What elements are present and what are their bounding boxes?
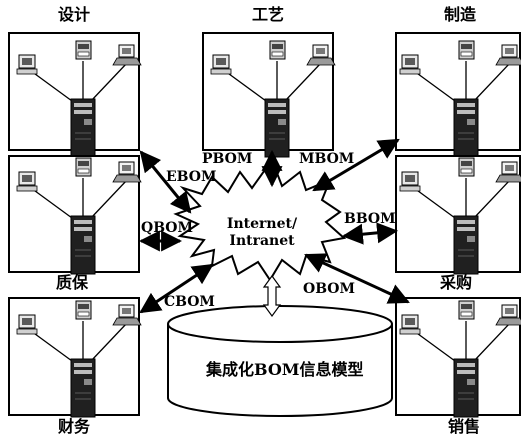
dept-label-design: 设计 (58, 7, 90, 23)
dept-label-finance: 财务 (58, 419, 90, 435)
hub-label-line2: Intranet (222, 233, 302, 250)
hub-label: Internet/ Intranet (222, 216, 302, 250)
dept-label-process: 工艺 (252, 7, 284, 23)
box-purchasing (396, 156, 521, 274)
bom-label-mbom: MBOM (299, 152, 354, 166)
bom-label-ebom: EBOM (166, 170, 216, 184)
box-quality (9, 156, 141, 274)
box-finance (9, 298, 141, 417)
box-design (9, 33, 141, 157)
dept-label-manufacturing: 制造 (444, 7, 476, 23)
box-manufacturing (396, 33, 521, 157)
bom-label-pbom: PBOM (202, 152, 252, 166)
hub-label-line1: Internet/ (222, 216, 302, 233)
bom-label-qbom: QBOM (141, 221, 193, 235)
database-label: 集成化BOM信息模型 (206, 362, 363, 378)
bom-label-cbom: CBOM (164, 295, 215, 309)
dept-label-purchasing: 采购 (440, 275, 472, 291)
bom-label-bbom: BBOM (344, 212, 396, 226)
dept-label-quality: 质保 (56, 275, 88, 291)
link-purchasing-cloud (344, 231, 396, 236)
box-sales (396, 298, 521, 417)
bom-label-obom: OBOM (303, 282, 355, 296)
box-process (203, 33, 335, 157)
dept-label-sales: 销售 (448, 419, 480, 435)
